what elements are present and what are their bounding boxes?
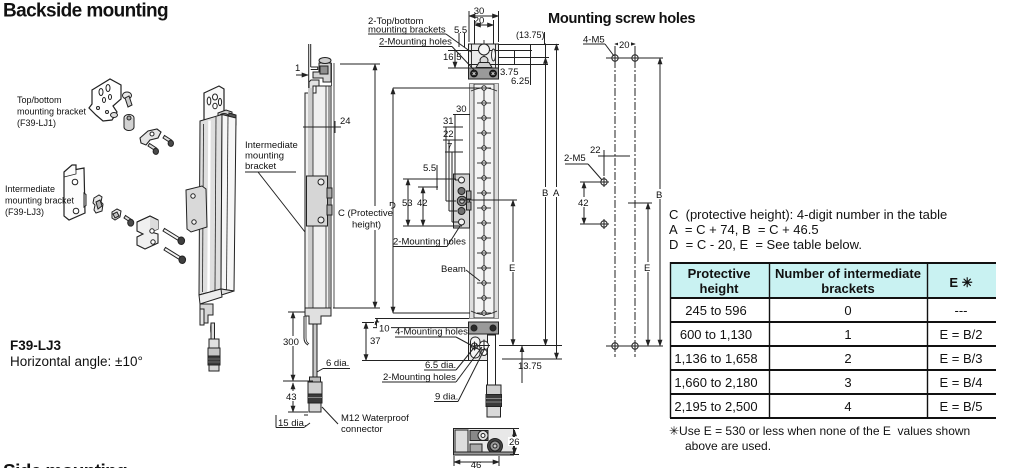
svg-text:3.75: 3.75 [500,67,519,78]
svg-text:6.5 dia.: 6.5 dia. [425,360,456,371]
svg-text:C (protective height): 4-digi: C (protective height): 4-digit number in… [669,207,947,222]
svg-text:F39-LJ3: F39-LJ3 [10,338,62,353]
svg-text:2: 2 [844,351,851,366]
svg-text:42: 42 [417,198,428,209]
svg-text:mounting: mounting [245,151,284,162]
svg-text:20: 20 [474,16,485,27]
svg-text:30: 30 [456,104,467,115]
svg-text:M12 Waterproof: M12 Waterproof [341,413,409,424]
svg-text:2-Mounting holes: 2-Mounting holes [383,372,456,383]
svg-text:height): height) [352,220,381,231]
svg-text:1: 1 [295,63,300,74]
svg-text:Mounting screw holes: Mounting screw holes [548,11,695,27]
svg-text:E: E [644,263,650,274]
svg-text:✳Use E = 530 or less when none: ✳Use E = 530 or less when none of the E … [669,424,970,438]
svg-text:B: B [656,190,662,201]
svg-text:1,136 to 1,658: 1,136 to 1,658 [674,351,757,366]
svg-text:31: 31 [443,116,454,127]
svg-text:1,660 to 2,180: 1,660 to 2,180 [674,375,757,390]
svg-text:E: E [509,263,515,274]
svg-text:9 dia.: 9 dia. [435,392,458,403]
svg-text:above are used.: above are used. [685,439,771,453]
svg-text:mounting bracket: mounting bracket [17,107,87,117]
svg-text:3: 3 [844,375,851,390]
svg-text:D: D [389,201,396,212]
svg-text:connector: connector [341,424,383,435]
svg-text:4-M5: 4-M5 [583,35,605,46]
svg-text:(F39-LJ3): (F39-LJ3) [5,207,44,217]
svg-text:2-Mounting holes: 2-Mounting holes [393,237,466,248]
svg-text:10: 10 [379,324,390,335]
svg-text:Intermediate: Intermediate [245,140,298,151]
svg-text:bracket: bracket [245,161,277,172]
svg-text:E ✳: E ✳ [949,275,972,290]
svg-text:brackets: brackets [821,281,874,296]
svg-text:5.5: 5.5 [423,163,436,174]
svg-text:22: 22 [590,145,601,156]
svg-text:0: 0 [844,303,851,318]
svg-text:Horizontal angle: ±10°: Horizontal angle: ±10° [10,354,143,369]
svg-text:Backside mounting: Backside mounting [3,1,168,22]
svg-text:4: 4 [844,399,851,414]
svg-text:42: 42 [578,198,589,209]
svg-text:C (Protective: C (Protective [338,208,393,219]
svg-text:13.75: 13.75 [518,361,542,372]
svg-text:20: 20 [619,40,630,51]
svg-text:30: 30 [474,6,485,17]
svg-text:245 to 596: 245 to 596 [685,303,746,318]
svg-text:Intermediate: Intermediate [5,184,55,194]
svg-text:1: 1 [844,327,851,342]
svg-text:2-M5: 2-M5 [564,153,586,164]
svg-text:53: 53 [402,198,413,209]
svg-text:7: 7 [447,142,452,153]
svg-text:26: 26 [509,437,520,448]
svg-text:A = C + 74, B = C + 46.5: A = C + 74, B = C + 46.5 [669,222,819,237]
svg-text:mounting bracket: mounting bracket [5,196,75,206]
svg-text:mounting brackets: mounting brackets [368,25,446,36]
svg-text:15 dia.: 15 dia. [278,418,307,429]
svg-text:300: 300 [283,337,299,348]
svg-text:E = B/4: E = B/4 [940,375,983,390]
svg-text:Side mounting: Side mounting [3,462,127,468]
svg-text:16.5: 16.5 [443,52,462,63]
svg-text:E = B/5: E = B/5 [940,399,983,414]
svg-text:37: 37 [370,336,381,347]
svg-text:(13.75): (13.75) [516,30,545,40]
svg-text:B: B [542,188,548,199]
svg-text:Protective: Protective [688,266,751,281]
svg-text:Top/bottom: Top/bottom [17,95,62,105]
svg-text:Number of intermediate: Number of intermediate [775,266,921,281]
svg-text:4-Mounting holes: 4-Mounting holes [395,327,468,338]
svg-text:Beam: Beam [441,264,466,275]
svg-text:E = B/3: E = B/3 [940,351,983,366]
svg-text:24: 24 [340,116,351,127]
svg-text:22: 22 [443,129,454,140]
svg-text:height: height [700,281,740,296]
svg-text:6.25: 6.25 [511,76,530,87]
svg-text:2,195 to 2,500: 2,195 to 2,500 [674,399,757,414]
svg-text:46: 46 [471,460,482,468]
svg-text:43: 43 [286,392,297,403]
svg-text:600 to 1,130: 600 to 1,130 [680,327,752,342]
svg-text:E = B/2: E = B/2 [940,327,983,342]
svg-text:6 dia.: 6 dia. [326,358,349,369]
svg-text:D = C - 20, E = See table be: D = C - 20, E = See table below. [669,237,862,252]
svg-text:2-Top/bottom: 2-Top/bottom [368,16,424,27]
svg-text:2-Mounting holes: 2-Mounting holes [379,37,452,48]
svg-text:(F39-LJ1): (F39-LJ1) [17,118,56,128]
svg-text:A: A [553,188,560,199]
svg-text:---: --- [955,303,968,318]
svg-text:5.5: 5.5 [454,25,467,36]
